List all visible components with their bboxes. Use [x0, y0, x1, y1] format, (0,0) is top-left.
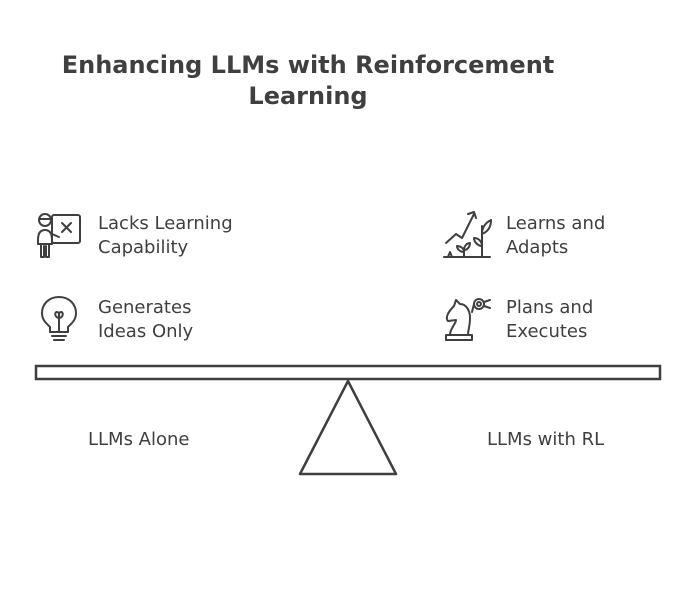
growth-chart-plant-icon [442, 208, 492, 258]
right-item-1-line1: Learns and [506, 213, 606, 234]
seesaw-fulcrum [298, 379, 398, 476]
right-item-2-line2: Executes [506, 321, 588, 342]
teacher-board-x-icon [33, 210, 83, 260]
right-item-1-label: Learns and Adapts [506, 212, 605, 260]
right-side-label: LLMs with RL [487, 429, 605, 450]
left-item-1-label: Lacks Learning Capability [98, 212, 233, 260]
right-item-2-label: Plans and Executes [506, 296, 593, 344]
lightbulb-icon [35, 294, 85, 344]
left-side-label: LLMs Alone [88, 429, 190, 450]
left-item-1-line2: Capability [98, 237, 189, 258]
left-item-2-line1: Generates [98, 297, 192, 318]
right-item-1-line2: Adapts [506, 237, 569, 258]
left-item-1-line1: Lacks Learning [98, 213, 233, 234]
left-item-2-label: Generates Ideas Only [98, 296, 193, 344]
right-item-2-line1: Plans and [506, 297, 594, 318]
left-item-2-line2: Ideas Only [98, 321, 194, 342]
chess-knight-icon [442, 292, 492, 342]
seesaw-beam [34, 364, 662, 381]
diagram-title: Enhancing LLMs with Reinforcement Learni… [61, 51, 555, 110]
